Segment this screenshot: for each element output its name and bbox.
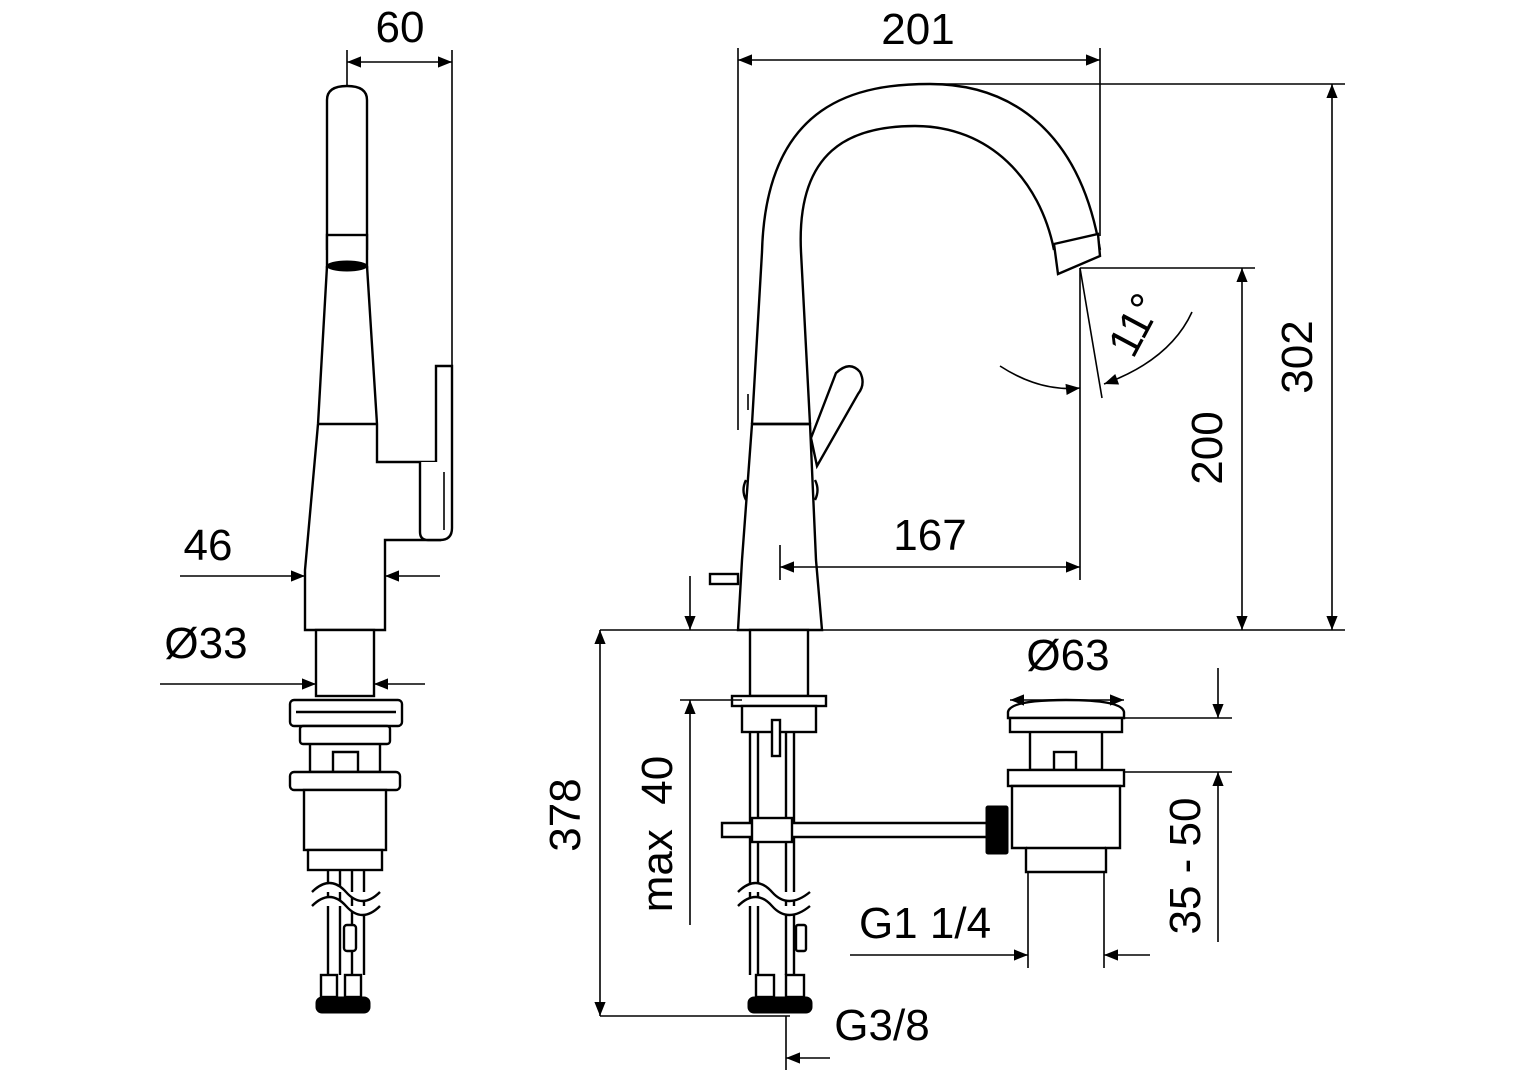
dim-front-outlet-height: 200 [1183,411,1232,484]
side-dimensions [160,50,453,690]
dim-drain-adjust-range: 35 - 50 [1161,798,1210,935]
dim-drain-diameter: Ø63 [1026,631,1109,680]
dim-countertop-thickness: max 40 [633,756,682,913]
front-dimensions [594,48,1345,1070]
dim-front-height-total: 302 [1273,320,1322,393]
dim-drain-thread: G1 1/4 [859,899,991,948]
side-view [288,84,454,1014]
dim-supply-thread: G3/8 [834,1001,929,1050]
dim-side-shank-diameter: Ø33 [164,619,247,668]
dim-side-top-width: 60 [376,3,425,52]
dim-side-body-width: 46 [184,521,233,570]
dim-front-outlet-reach: 167 [893,511,966,560]
dim-below-counter-depth: 378 [541,778,590,851]
dim-front-reach-total: 201 [881,5,954,54]
